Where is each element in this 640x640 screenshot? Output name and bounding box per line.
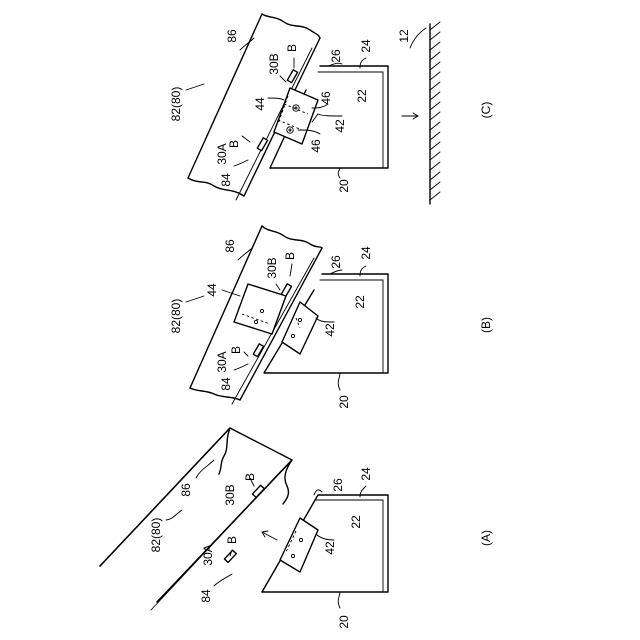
panel-b-label-30b: 30B — [265, 257, 279, 278]
panel-c: (C) 82(80) 86 84 B 30B 44 B 30A 46 46 42… — [169, 14, 493, 204]
panel-a-label-b-lower: B — [225, 536, 239, 544]
panel-c-label-84: 84 — [219, 173, 233, 187]
panel-a: (A) 82(80) 86 84 B 30B B 30A 26 24 22 42… — [100, 428, 493, 629]
panel-c-floor-hatching — [430, 22, 440, 200]
panel-c-label-24: 24 — [359, 39, 373, 53]
panel-c-label-20: 20 — [337, 179, 351, 193]
panel-a-label-30b: 30B — [223, 484, 237, 505]
panel-c-title: (C) — [479, 102, 493, 119]
panel-b-label-44: 44 — [205, 283, 219, 297]
panel-a-label-42: 42 — [323, 541, 337, 555]
panel-c-board-break — [262, 14, 320, 38]
panel-c-label-46-upper: 46 — [319, 91, 333, 105]
panel-c-label-26: 26 — [329, 49, 343, 63]
panel-a-board — [100, 428, 292, 602]
panel-a-label-board: 82(80) — [149, 518, 163, 553]
panel-a-clip-30a — [224, 550, 236, 562]
panel-a-bracket-42 — [280, 518, 318, 572]
panel-a-label-24: 24 — [359, 467, 373, 481]
panel-c-label-b-upper: B — [285, 44, 299, 52]
panel-b-label-26: 26 — [329, 255, 343, 269]
panel-b-label-24: 24 — [359, 246, 373, 260]
panel-a-label-b-upper: B — [243, 473, 257, 481]
panel-a-title: (A) — [479, 530, 493, 546]
panel-a-label-20: 20 — [337, 615, 351, 629]
panel-c-board-bottom — [188, 178, 244, 196]
panel-c-box-inner — [318, 72, 383, 168]
panel-b: (B) 82(80) 86 84 44 B 30B B 30A 26 24 22… — [169, 226, 493, 409]
panel-c-label-30b: 30B — [267, 53, 281, 74]
panel-b-clip-30a — [253, 344, 263, 357]
panel-c-label-b-lower: B — [227, 140, 241, 148]
panel-b-label-42: 42 — [323, 323, 337, 337]
panel-b-label-20: 20 — [337, 395, 351, 409]
panel-c-label-30a: 30A — [215, 143, 229, 164]
panel-c-label-board: 82(80) — [169, 87, 183, 122]
panel-a-label-30a: 30A — [201, 544, 215, 565]
panel-c-label-46-lower: 46 — [309, 139, 323, 153]
panel-b-plate-44 — [234, 284, 286, 334]
panel-a-label-84: 84 — [199, 589, 213, 603]
panel-b-label-22: 22 — [353, 295, 367, 309]
panel-c-label-22: 22 — [355, 89, 369, 103]
panel-b-label-b-upper: B — [283, 252, 297, 260]
panel-b-title: (B) — [479, 317, 493, 333]
panel-b-label-board: 82(80) — [169, 299, 183, 334]
panel-c-label-86: 86 — [225, 29, 239, 43]
panel-b-label-86: 86 — [223, 239, 237, 253]
panel-b-board-break — [262, 226, 322, 248]
panel-c-label-44: 44 — [253, 97, 267, 111]
panel-c-label-42: 42 — [333, 119, 347, 133]
panel-a-label-86: 86 — [179, 483, 193, 497]
panel-b-label-b-lower: B — [229, 346, 243, 354]
panel-b-label-84: 84 — [219, 377, 233, 391]
panel-a-label-26: 26 — [331, 478, 345, 492]
panel-a-label-22: 22 — [349, 515, 363, 529]
panel-b-label-30a: 30A — [215, 351, 229, 372]
panel-c-label-12: 12 — [397, 29, 411, 43]
